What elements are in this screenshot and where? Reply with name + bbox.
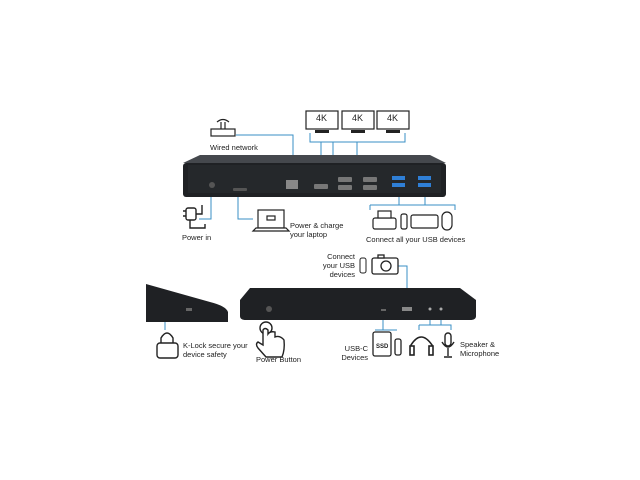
- power-laptop-line-1: Power & charge: [290, 221, 344, 230]
- power-button: [266, 306, 272, 312]
- usb-ports: [392, 176, 431, 187]
- connect-usb-line-1: Connect: [327, 252, 355, 261]
- connect-usb-line-2: your USB: [322, 261, 355, 270]
- power-laptop-line-2: your laptop: [290, 230, 328, 239]
- usb-stick-icon: [400, 213, 408, 230]
- wired-network-label: Wired network: [210, 143, 258, 152]
- usbc-port: [233, 188, 247, 191]
- dock-rear-view: [183, 155, 446, 197]
- power-in-label: Power in: [182, 233, 212, 242]
- power-button-label: Power Button: [256, 355, 302, 364]
- hand-pointer-icon: [255, 321, 285, 358]
- headphones-icon: [409, 336, 434, 356]
- microphone-icon: [441, 332, 455, 358]
- usb-stick-icon: [359, 257, 367, 274]
- usb-device-icons: [372, 210, 453, 231]
- connect-usb-line-3: devices: [329, 270, 355, 279]
- video-ports: [314, 177, 377, 190]
- laptop-icon: [251, 209, 291, 232]
- usbc-line-1: USB-C: [344, 344, 368, 353]
- lock-icon: [156, 332, 179, 359]
- dc-power-port: [209, 182, 215, 188]
- speaker-label: Speaker &Microphone: [460, 340, 499, 358]
- monitor-3-label: 4K: [387, 113, 399, 123]
- monitor-1-label: 4K: [316, 113, 328, 123]
- printer-icon: [372, 217, 397, 230]
- monitor-stands: [315, 130, 400, 133]
- keyboard-icon: [410, 214, 439, 229]
- monitor-2-label: 4K: [352, 113, 364, 123]
- monitor-icons: [305, 110, 410, 130]
- speaker-line-2: Microphone: [460, 349, 500, 358]
- usbc-line-2: Devices: [341, 353, 368, 362]
- speaker-line-1: Speaker &: [460, 340, 496, 349]
- usb-devices-label: Connect all your USB devices: [366, 235, 466, 244]
- ssd-label: SSD: [376, 344, 389, 350]
- ssd-icon: [372, 331, 402, 357]
- mouse-icon: [441, 211, 453, 231]
- klock-line-2: device safety: [183, 350, 227, 359]
- power-adapter-icon: [183, 205, 206, 229]
- ethernet-port: [286, 180, 298, 189]
- router-icon: [210, 118, 236, 137]
- dock-front-view: [240, 288, 476, 320]
- camera-icon: [371, 254, 399, 275]
- dock-side-view: [146, 284, 228, 322]
- klock-line-1: K-Lock secure your: [183, 341, 248, 350]
